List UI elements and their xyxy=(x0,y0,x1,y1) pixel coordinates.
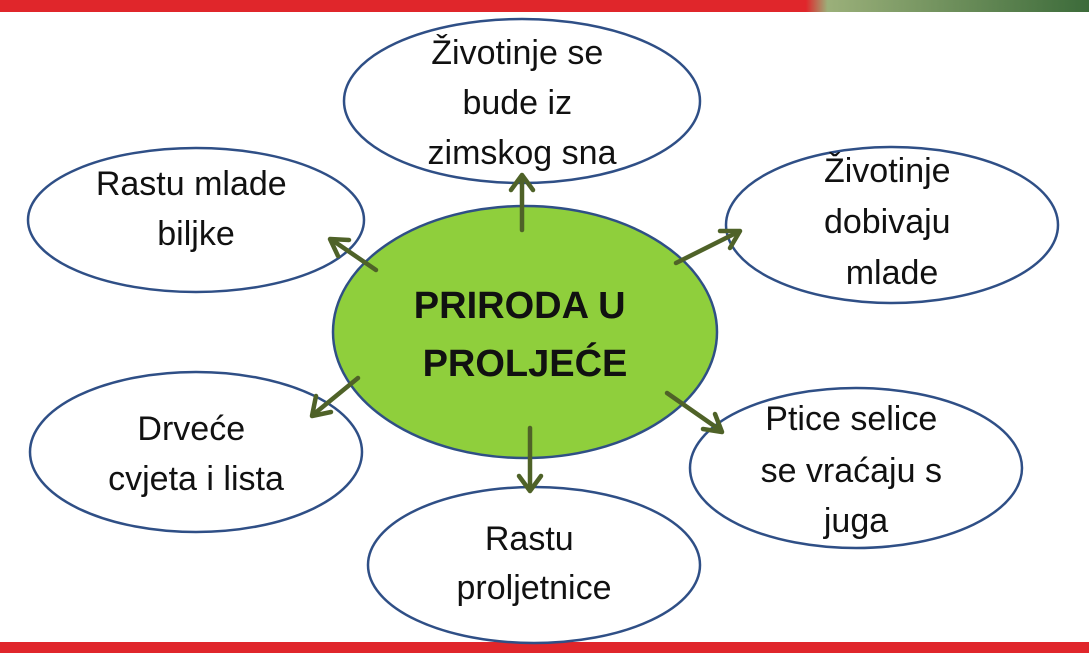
arrow-to-top-left xyxy=(327,236,379,273)
svg-text:PRIRODA U PROLJEĆE: PRIRODA U PROLJEĆE xyxy=(414,285,636,385)
arrows xyxy=(309,172,743,494)
center-node: PRIRODA U PROLJEĆE xyxy=(331,204,719,460)
node-top-line-1: Životinje se xyxy=(431,34,603,72)
node-bottom-right-ellipse xyxy=(688,386,1024,550)
node-top-right-line-3: mlade xyxy=(846,254,939,292)
node-top-line-3: zimskog sna xyxy=(428,134,617,172)
node-bottom-ellipse xyxy=(366,485,702,645)
svg-text:Životinje dobivaju: Životinje dobivaju mlade xyxy=(824,152,960,292)
svg-text:Drveće cvjeta i lista: Drveće cvjeta i lista xyxy=(108,410,284,498)
node-top-line-2: bude iz xyxy=(462,84,572,122)
node-bottom-right: Ptice selice se vraćaju s juga xyxy=(688,386,1024,550)
node-bottom-left-line-2: cvjeta i lista xyxy=(108,460,284,498)
node-bottom-line-2: proljetnice xyxy=(457,569,612,607)
node-top-left-ellipse xyxy=(26,146,366,294)
arrow-to-top-right xyxy=(673,228,743,266)
node-top-right-line-1: Životinje xyxy=(824,152,951,190)
center-ellipse xyxy=(331,204,719,460)
top-bar xyxy=(0,0,1089,12)
svg-text:Ptice selice se vraćaj: Ptice selice se vraćaju s juga xyxy=(761,400,952,540)
center-title-line-2: PROLJEĆE xyxy=(423,341,628,385)
node-top-right-line-2: dobivaju xyxy=(824,203,951,241)
node-bottom: Rastu proljetnice xyxy=(366,485,702,645)
arrow-to-bottom xyxy=(516,425,544,494)
node-bottom-left-ellipse xyxy=(28,370,364,534)
node-bottom-left: Drveće cvjeta i lista xyxy=(28,370,364,534)
node-bottom-right-line-1: Ptice selice xyxy=(765,400,937,438)
node-top-left: Rastu mlade biljke xyxy=(26,146,366,294)
arrow-to-top xyxy=(508,172,536,233)
node-top-right-ellipse xyxy=(724,145,1060,305)
bottom-bar xyxy=(0,642,1089,653)
node-top-right: Životinje dobivaju mlade xyxy=(724,145,1060,305)
node-bottom-right-line-3: juga xyxy=(823,502,888,540)
node-bottom-line-1: Rastu xyxy=(485,520,574,558)
svg-text:Rastu proljetnice: Rastu proljetnice xyxy=(457,520,612,607)
arrow-to-bottom-left xyxy=(309,375,361,419)
svg-text:Rastu mlade biljke: Rastu mlade biljke xyxy=(96,165,296,253)
arrow-to-bottom-right xyxy=(664,390,725,435)
svg-text:Životinje se bude iz: Životinje se bude iz zimskog sna xyxy=(428,34,617,172)
node-top-left-line-2: biljke xyxy=(157,215,234,253)
node-top: Životinje se bude iz zimskog sna xyxy=(342,17,702,185)
node-bottom-left-line-1: Drveće xyxy=(137,410,245,448)
node-bottom-right-line-2: se vraćaju s xyxy=(761,452,942,490)
node-top-left-line-1: Rastu mlade xyxy=(96,165,287,203)
center-title-line-1: PRIRODA U xyxy=(414,285,626,327)
